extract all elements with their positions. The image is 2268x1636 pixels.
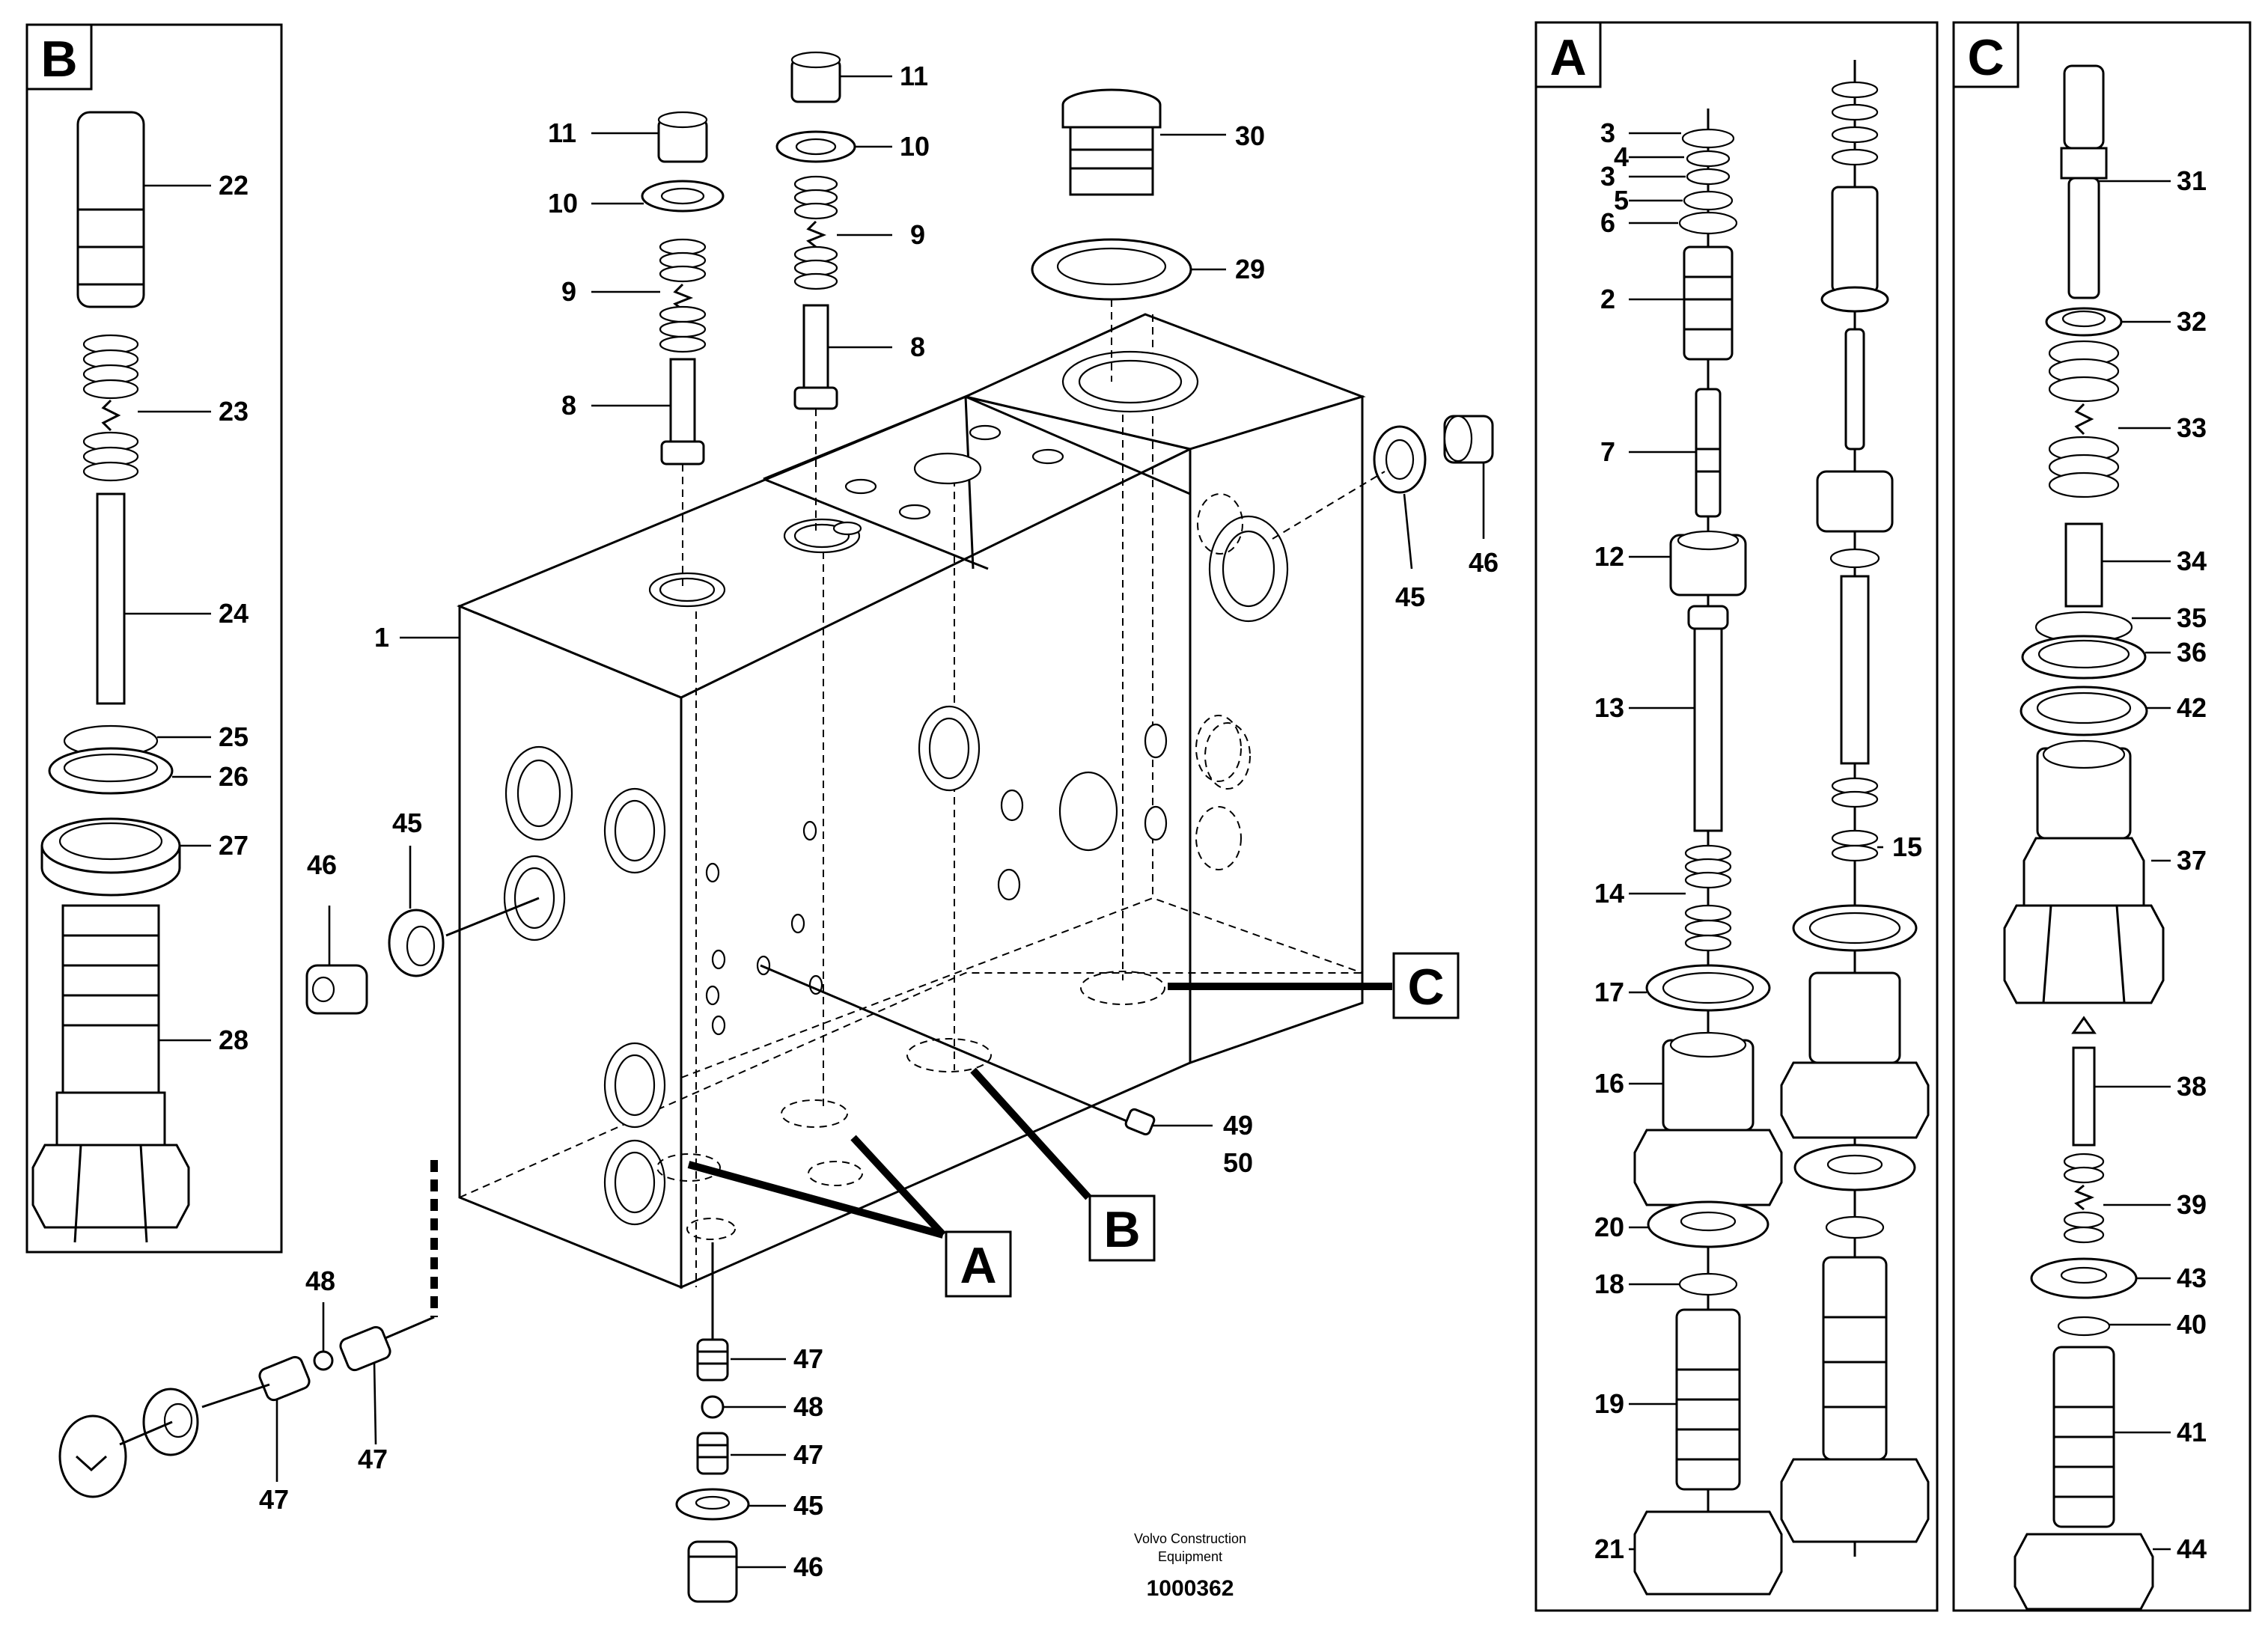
callout-b: B xyxy=(970,1067,1156,1262)
footer-company: Volvo Construction xyxy=(1134,1531,1246,1546)
callout-a-label: A xyxy=(960,1237,996,1294)
detail-panel-b: B xyxy=(25,23,283,1254)
label-part-9-left: 9 xyxy=(561,276,576,307)
label-part-21: 21 xyxy=(1594,1533,1624,1564)
panel-a-label: A xyxy=(1549,29,1586,86)
label-part-16: 16 xyxy=(1594,1068,1624,1099)
callout-c-label: C xyxy=(1407,959,1444,1016)
label-part-45-bottom: 45 xyxy=(793,1490,823,1521)
label-part-11-left: 11 xyxy=(548,117,576,148)
label-part-24: 24 xyxy=(219,598,249,629)
label-part-29: 29 xyxy=(1235,254,1265,284)
label-part-45-left: 45 xyxy=(392,808,422,838)
valve-block xyxy=(457,313,1366,1289)
label-part-34: 34 xyxy=(2177,546,2207,576)
label-part-19: 19 xyxy=(1594,1388,1624,1419)
label-part-46-bottom: 46 xyxy=(793,1551,823,1582)
part-26-washer xyxy=(48,747,174,795)
label-part-46-left: 46 xyxy=(307,849,337,880)
footer-company-sub: Equipment xyxy=(1158,1549,1222,1564)
label-part-5: 5 xyxy=(1614,185,1629,216)
label-part-45-right: 45 xyxy=(1395,582,1425,612)
label-part-47-bottom-a: 47 xyxy=(793,1343,823,1374)
label-part-32: 32 xyxy=(2177,306,2207,337)
label-part-22: 22 xyxy=(219,170,249,201)
label-part-48-left: 48 xyxy=(305,1266,335,1296)
label-part-26: 26 xyxy=(219,761,249,792)
label-part-43: 43 xyxy=(2177,1263,2207,1293)
detail-panel-c: C xyxy=(1952,21,2252,1612)
callout-c: C xyxy=(1168,952,1460,1019)
label-part-1: 1 xyxy=(374,622,389,653)
lower-left-chain xyxy=(58,1160,438,1498)
label-part-10-left: 10 xyxy=(548,188,578,219)
label-part-37: 37 xyxy=(2177,845,2207,876)
label-part-44: 44 xyxy=(2177,1533,2207,1564)
plug-assembly-left xyxy=(641,111,725,591)
part-27-washer xyxy=(40,817,181,897)
label-part-28: 28 xyxy=(219,1025,249,1055)
label-part-25: 25 xyxy=(219,721,249,752)
label-part-49: 49 xyxy=(1223,1110,1253,1141)
label-part-8-center: 8 xyxy=(910,332,925,362)
plug-assembly-center xyxy=(775,51,856,536)
label-part-47-bottom-b: 47 xyxy=(793,1439,823,1470)
label-part-18: 18 xyxy=(1594,1269,1624,1299)
side-plug-left xyxy=(305,897,540,1015)
label-part-15: 15 xyxy=(1892,831,1922,862)
label-part-3-a: 3 xyxy=(1600,117,1615,148)
label-part-2: 2 xyxy=(1600,284,1615,314)
panel-c-leaders xyxy=(2094,180,2171,1551)
panel-b-label: B xyxy=(40,31,77,88)
label-part-50: 50 xyxy=(1223,1147,1253,1178)
panel-b-leaders xyxy=(124,184,211,1042)
bottom-stack xyxy=(675,1242,750,1603)
footer-drawing-number: 1000362 xyxy=(1147,1576,1234,1601)
label-part-30: 30 xyxy=(1235,120,1265,151)
label-part-38: 38 xyxy=(2177,1071,2207,1102)
label-part-4: 4 xyxy=(1614,141,1629,172)
label-part-3-b: 3 xyxy=(1600,161,1615,192)
callout-b-label: B xyxy=(1103,1201,1140,1258)
panel-c-label: C xyxy=(1967,29,2004,86)
label-part-36: 36 xyxy=(2177,637,2207,668)
panel-a-leaders xyxy=(1629,132,1883,1551)
label-part-42: 42 xyxy=(2177,692,2207,723)
part-23-spring xyxy=(82,334,139,482)
label-part-6: 6 xyxy=(1600,207,1615,238)
label-part-40: 40 xyxy=(2177,1309,2207,1340)
label-part-47-left-a: 47 xyxy=(259,1484,289,1515)
label-part-17: 17 xyxy=(1594,977,1624,1007)
main-leaders xyxy=(275,75,1485,1569)
label-part-41: 41 xyxy=(2177,1417,2207,1447)
label-part-11-center: 11 xyxy=(900,61,928,91)
label-part-47-left-b: 47 xyxy=(358,1444,388,1474)
label-part-46-right: 46 xyxy=(1469,547,1499,578)
label-part-35: 35 xyxy=(2177,602,2207,633)
plug-assembly-right xyxy=(1031,88,1192,382)
label-part-20: 20 xyxy=(1594,1212,1624,1242)
side-plug-right xyxy=(1272,415,1494,540)
label-part-39: 39 xyxy=(2177,1189,2207,1220)
label-part-23: 23 xyxy=(219,396,249,427)
label-part-31: 31 xyxy=(2177,165,2207,196)
label-part-13: 13 xyxy=(1594,692,1624,723)
label-part-10-center: 10 xyxy=(900,131,930,162)
detail-panel-a: A xyxy=(1534,21,1939,1612)
label-part-14: 14 xyxy=(1594,878,1624,909)
part-28-cartridge xyxy=(31,904,190,1243)
label-part-12: 12 xyxy=(1594,541,1624,572)
small-plug-49 xyxy=(760,964,1156,1136)
label-part-7: 7 xyxy=(1600,436,1615,467)
part-22-cap xyxy=(76,111,145,308)
label-part-48-bottom: 48 xyxy=(793,1391,823,1422)
label-part-9-center: 9 xyxy=(910,219,925,250)
callout-a: A xyxy=(687,1135,1012,1298)
label-part-33: 33 xyxy=(2177,412,2207,443)
part-24-pin xyxy=(96,492,126,705)
label-part-27: 27 xyxy=(219,830,249,861)
label-part-8-left: 8 xyxy=(561,390,576,421)
